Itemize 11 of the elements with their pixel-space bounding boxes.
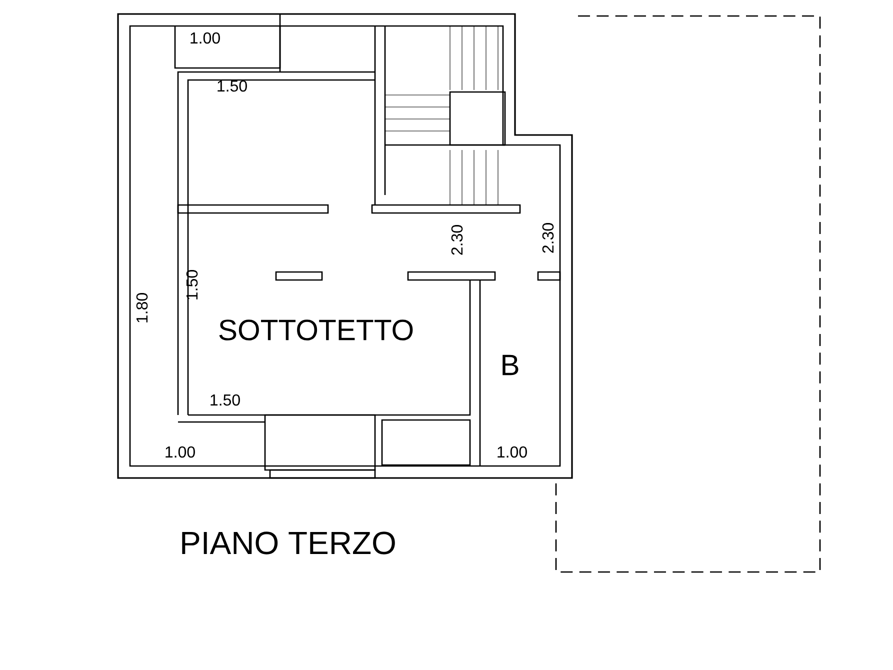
room-label: SOTTOTETTO	[219, 320, 413, 340]
room-label: B	[502, 354, 518, 376]
dimension-label: 1.00	[498, 446, 527, 458]
dimension-label: 1.50	[218, 80, 247, 92]
dimension-label: 1.50	[210, 394, 240, 406]
dimension-label: 1.00	[190, 32, 220, 44]
dimension-label: 1.80	[136, 293, 148, 322]
dimension-label: 2.30	[451, 225, 463, 255]
dimension-label: 2.30	[542, 223, 554, 253]
plan-caption: PIANO TERZO	[182, 532, 395, 554]
dimension-label: 1.00	[166, 446, 195, 458]
